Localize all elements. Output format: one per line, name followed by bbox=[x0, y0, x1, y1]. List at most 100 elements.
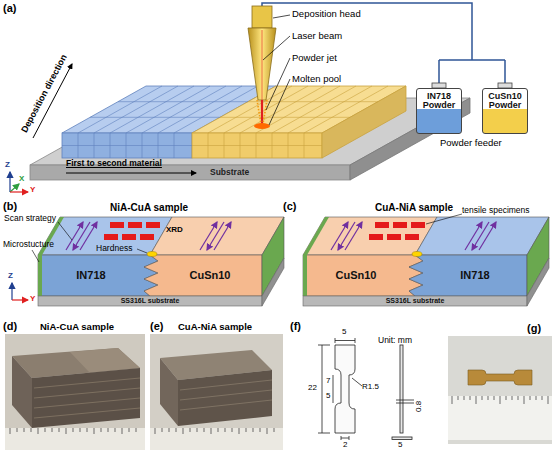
top-blue bbox=[415, 217, 549, 255]
axis-x bbox=[10, 184, 19, 192]
node-text: SS316L substrate bbox=[386, 297, 445, 304]
layer-texture bbox=[34, 378, 140, 418]
panel-letter: (b) bbox=[3, 200, 17, 212]
dimension: 0.8 bbox=[415, 401, 424, 412]
panel-letter: (f) bbox=[290, 320, 301, 332]
axis-label: Z bbox=[8, 272, 13, 281]
material-region: IN718 bbox=[423, 255, 527, 296]
deposition-head bbox=[248, 6, 276, 129]
scan-arrow bbox=[338, 222, 355, 250]
axis-label: Y bbox=[30, 186, 35, 195]
scan-arrow bbox=[200, 222, 217, 250]
panel-letter: (d) bbox=[3, 320, 17, 332]
dimension-line bbox=[318, 345, 330, 433]
deposited-block bbox=[62, 86, 406, 158]
node-text: CuSn10 Powder bbox=[483, 92, 527, 111]
substrate-side bbox=[262, 258, 284, 306]
scan-arrow bbox=[207, 222, 224, 250]
sample-block bbox=[38, 217, 284, 306]
part-label: Powder feeder bbox=[440, 138, 502, 148]
annotation: tensile specimens bbox=[462, 206, 530, 215]
sample-title: NiA-CuA sample bbox=[110, 202, 188, 213]
material-region: CuSn10 bbox=[158, 255, 262, 296]
scan-arrow bbox=[214, 222, 231, 250]
dimension: 2 bbox=[343, 441, 347, 450]
photo-bg bbox=[5, 334, 145, 450]
specimen bbox=[393, 222, 407, 228]
sample-title: NiA-CuA sample bbox=[40, 322, 114, 332]
material-region: CuSn10 bbox=[303, 255, 409, 296]
specimen bbox=[104, 234, 118, 240]
scan-arrow bbox=[472, 222, 489, 250]
substrate-band: SS316L substrate bbox=[303, 296, 527, 306]
axis-label: X bbox=[19, 175, 24, 184]
material-region: IN718 bbox=[38, 255, 144, 296]
annotation: Microstucture bbox=[3, 240, 54, 249]
axis-label: Y bbox=[30, 295, 35, 304]
layer-texture bbox=[180, 380, 272, 410]
unit-note: Unit: mm bbox=[378, 336, 412, 345]
axis-z bbox=[11, 283, 12, 300]
scan-arrows bbox=[331, 222, 496, 250]
ruler bbox=[150, 428, 283, 450]
block-side bbox=[160, 358, 178, 426]
node-text: IN718 bbox=[76, 270, 105, 282]
specimen bbox=[411, 222, 425, 228]
ruler bbox=[448, 396, 552, 440]
sample-photo bbox=[5, 334, 145, 450]
ruler bbox=[5, 428, 145, 450]
panel-letter: (a) bbox=[3, 2, 16, 14]
laser-inner bbox=[262, 30, 263, 100]
specimens bbox=[369, 222, 425, 240]
block-front bbox=[32, 368, 140, 428]
top-blue bbox=[38, 217, 172, 255]
axis-z bbox=[9, 172, 10, 192]
node-text: CuSn10 bbox=[336, 270, 377, 282]
scan-arrow bbox=[479, 222, 496, 250]
specimen bbox=[128, 222, 142, 228]
photo-bg bbox=[150, 334, 283, 450]
feed-line bbox=[262, 3, 505, 84]
sample-title: CuA-NiA sample bbox=[178, 322, 252, 332]
part-label: Molten pool bbox=[292, 74, 341, 84]
dimension: R1.5 bbox=[362, 383, 379, 392]
ruler-ticks bbox=[452, 396, 548, 404]
front-salmon bbox=[144, 255, 262, 296]
top-salmon bbox=[150, 217, 284, 255]
specimen bbox=[122, 234, 136, 240]
leader-line bbox=[426, 214, 462, 224]
powder-jet bbox=[263, 100, 267, 124]
annotation: XRD bbox=[166, 226, 183, 235]
part-label: Deposition head bbox=[292, 9, 361, 19]
tensile-specimen bbox=[468, 370, 532, 385]
scan-arrow bbox=[465, 222, 482, 250]
part-label: Substrate bbox=[210, 168, 249, 177]
annotation: Scan strategy bbox=[4, 214, 56, 223]
dimension-line bbox=[335, 338, 355, 343]
scan-arrow bbox=[345, 222, 362, 250]
dimension-line bbox=[333, 375, 334, 403]
panel-letter: (e) bbox=[150, 320, 163, 332]
dimension: 7 bbox=[326, 377, 330, 386]
molten-pool bbox=[254, 123, 270, 129]
specimen bbox=[140, 234, 154, 240]
dimension-line bbox=[352, 378, 362, 386]
block-side bbox=[12, 356, 32, 428]
specimen bbox=[110, 222, 124, 228]
node-text: CuSn10 bbox=[190, 270, 231, 282]
axis-y bbox=[10, 191, 28, 192]
specimen bbox=[387, 234, 401, 240]
green-edge bbox=[303, 255, 307, 296]
green-edge bbox=[303, 217, 329, 255]
ruler-ticks bbox=[10, 428, 136, 434]
specimen bbox=[405, 234, 419, 240]
hardness-point bbox=[412, 252, 422, 257]
dimension: 22 bbox=[308, 384, 317, 393]
material-arrow bbox=[66, 173, 196, 174]
substrate-side bbox=[527, 258, 549, 306]
front-blue bbox=[409, 255, 527, 296]
direction-label: First to second material bbox=[66, 159, 162, 168]
sample-photo bbox=[150, 334, 283, 450]
powder-container: CuSn10 Powder bbox=[482, 88, 528, 134]
sample-title: CuA-NiA sample bbox=[375, 202, 453, 213]
